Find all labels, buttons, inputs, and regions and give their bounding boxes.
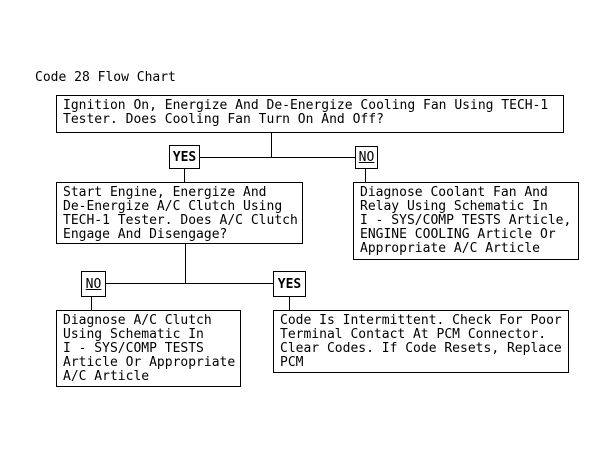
- connector-branch2-horizontal: [106, 283, 273, 284]
- branch-label-yes-1: YES: [169, 145, 200, 169]
- connector-q2-down: [185, 244, 186, 283]
- branch-label-no-1: NO: [355, 146, 378, 169]
- page-title: Code 28 Flow Chart: [35, 70, 176, 85]
- action-box-intermittent-code: Code Is Intermittent. Check For Poor Ter…: [273, 310, 569, 373]
- branch-label-no-2: NO: [81, 271, 106, 297]
- connector-yes1-down: [184, 169, 185, 182]
- connector-q1-down: [271, 133, 272, 157]
- connector-no2-down: [91, 297, 92, 310]
- decision-box-cooling-fan-test: Ignition On, Energize And De-Energize Co…: [56, 95, 564, 133]
- connector-no1-down: [365, 169, 366, 182]
- branch-label-yes-2: YES: [273, 271, 306, 297]
- decision-box-ac-clutch-test: Start Engine, Energize And De-Energize A…: [56, 182, 303, 244]
- action-box-diagnose-coolant-fan: Diagnose Coolant Fan And Relay Using Sch…: [353, 182, 579, 260]
- connector-branch1-horizontal: [200, 157, 355, 158]
- action-box-diagnose-ac-clutch: Diagnose A/C Clutch Using Schematic In I…: [56, 310, 241, 387]
- connector-yes2-down: [289, 297, 290, 310]
